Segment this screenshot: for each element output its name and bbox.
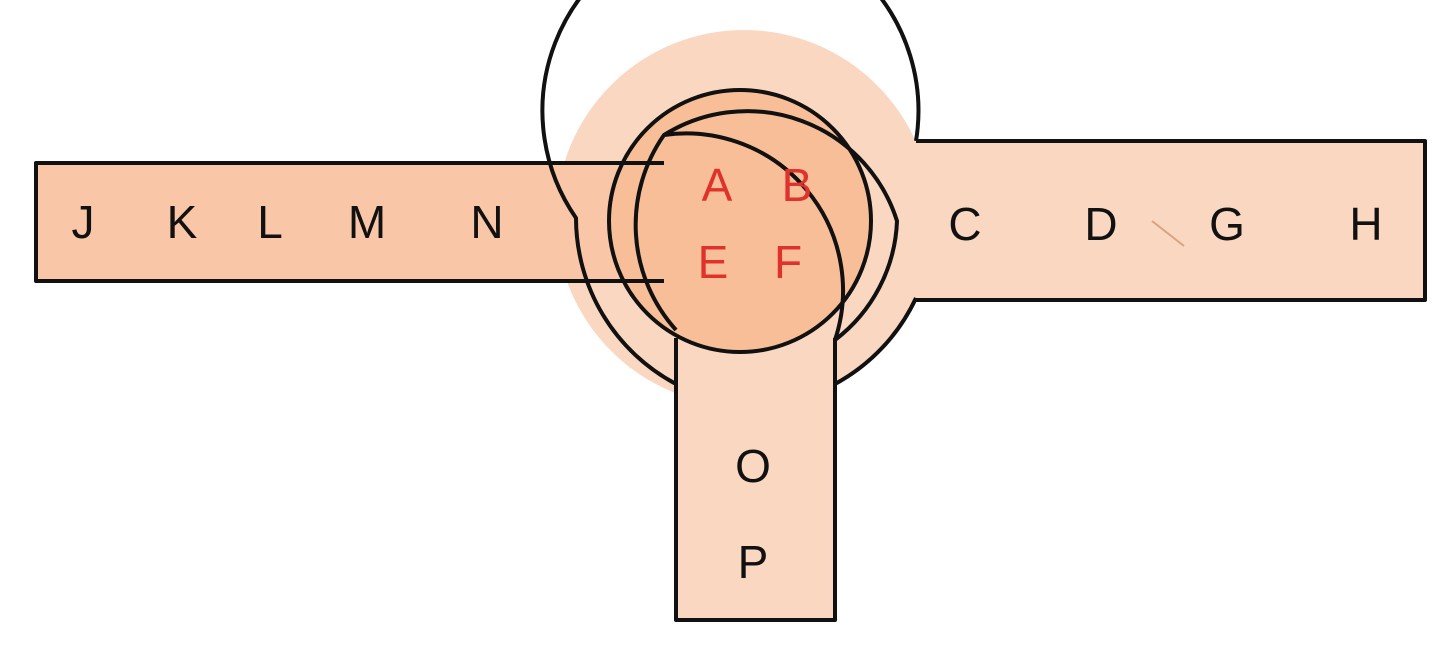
right-label-c: C	[948, 198, 981, 250]
right-arm-labels: C D G H	[948, 198, 1382, 250]
inner-core-outline	[607, 88, 873, 354]
core-labels: A B E F	[698, 159, 813, 288]
right-label-h: H	[1349, 198, 1382, 250]
outlines	[34, 0, 1427, 622]
right-label-d: D	[1084, 198, 1117, 250]
outer-ring-outline-lower-right	[834, 297, 918, 386]
left-label-n: N	[470, 196, 503, 248]
bottom-arm	[676, 330, 835, 620]
bottom-label-p: P	[738, 536, 769, 588]
outer-ring-outline	[540, 0, 921, 386]
middle-ring-outline-lower	[662, 109, 899, 342]
left-label-m: M	[348, 196, 386, 248]
stray-mark	[1151, 220, 1185, 247]
core-label-e: E	[698, 236, 729, 288]
inner-core	[609, 90, 871, 352]
left-label-l: L	[257, 196, 283, 248]
left-label-j: J	[72, 196, 95, 248]
left-arm	[36, 163, 666, 281]
left-label-k: K	[167, 196, 198, 248]
bottom-arm-outline	[674, 338, 837, 622]
bottom-label-o: O	[735, 440, 771, 492]
right-label-g: G	[1209, 198, 1245, 250]
bottom-arm-labels: O P	[735, 440, 771, 588]
left-arm-outline	[34, 161, 664, 283]
core-label-b: B	[782, 159, 813, 211]
left-arm-labels: J K L M N	[72, 196, 504, 248]
core-label-f: F	[774, 236, 802, 288]
right-arm	[900, 142, 1425, 300]
right-arm-outline	[916, 139, 1427, 302]
middle-ring-outline	[633, 131, 846, 341]
core-label-a: A	[702, 159, 733, 211]
